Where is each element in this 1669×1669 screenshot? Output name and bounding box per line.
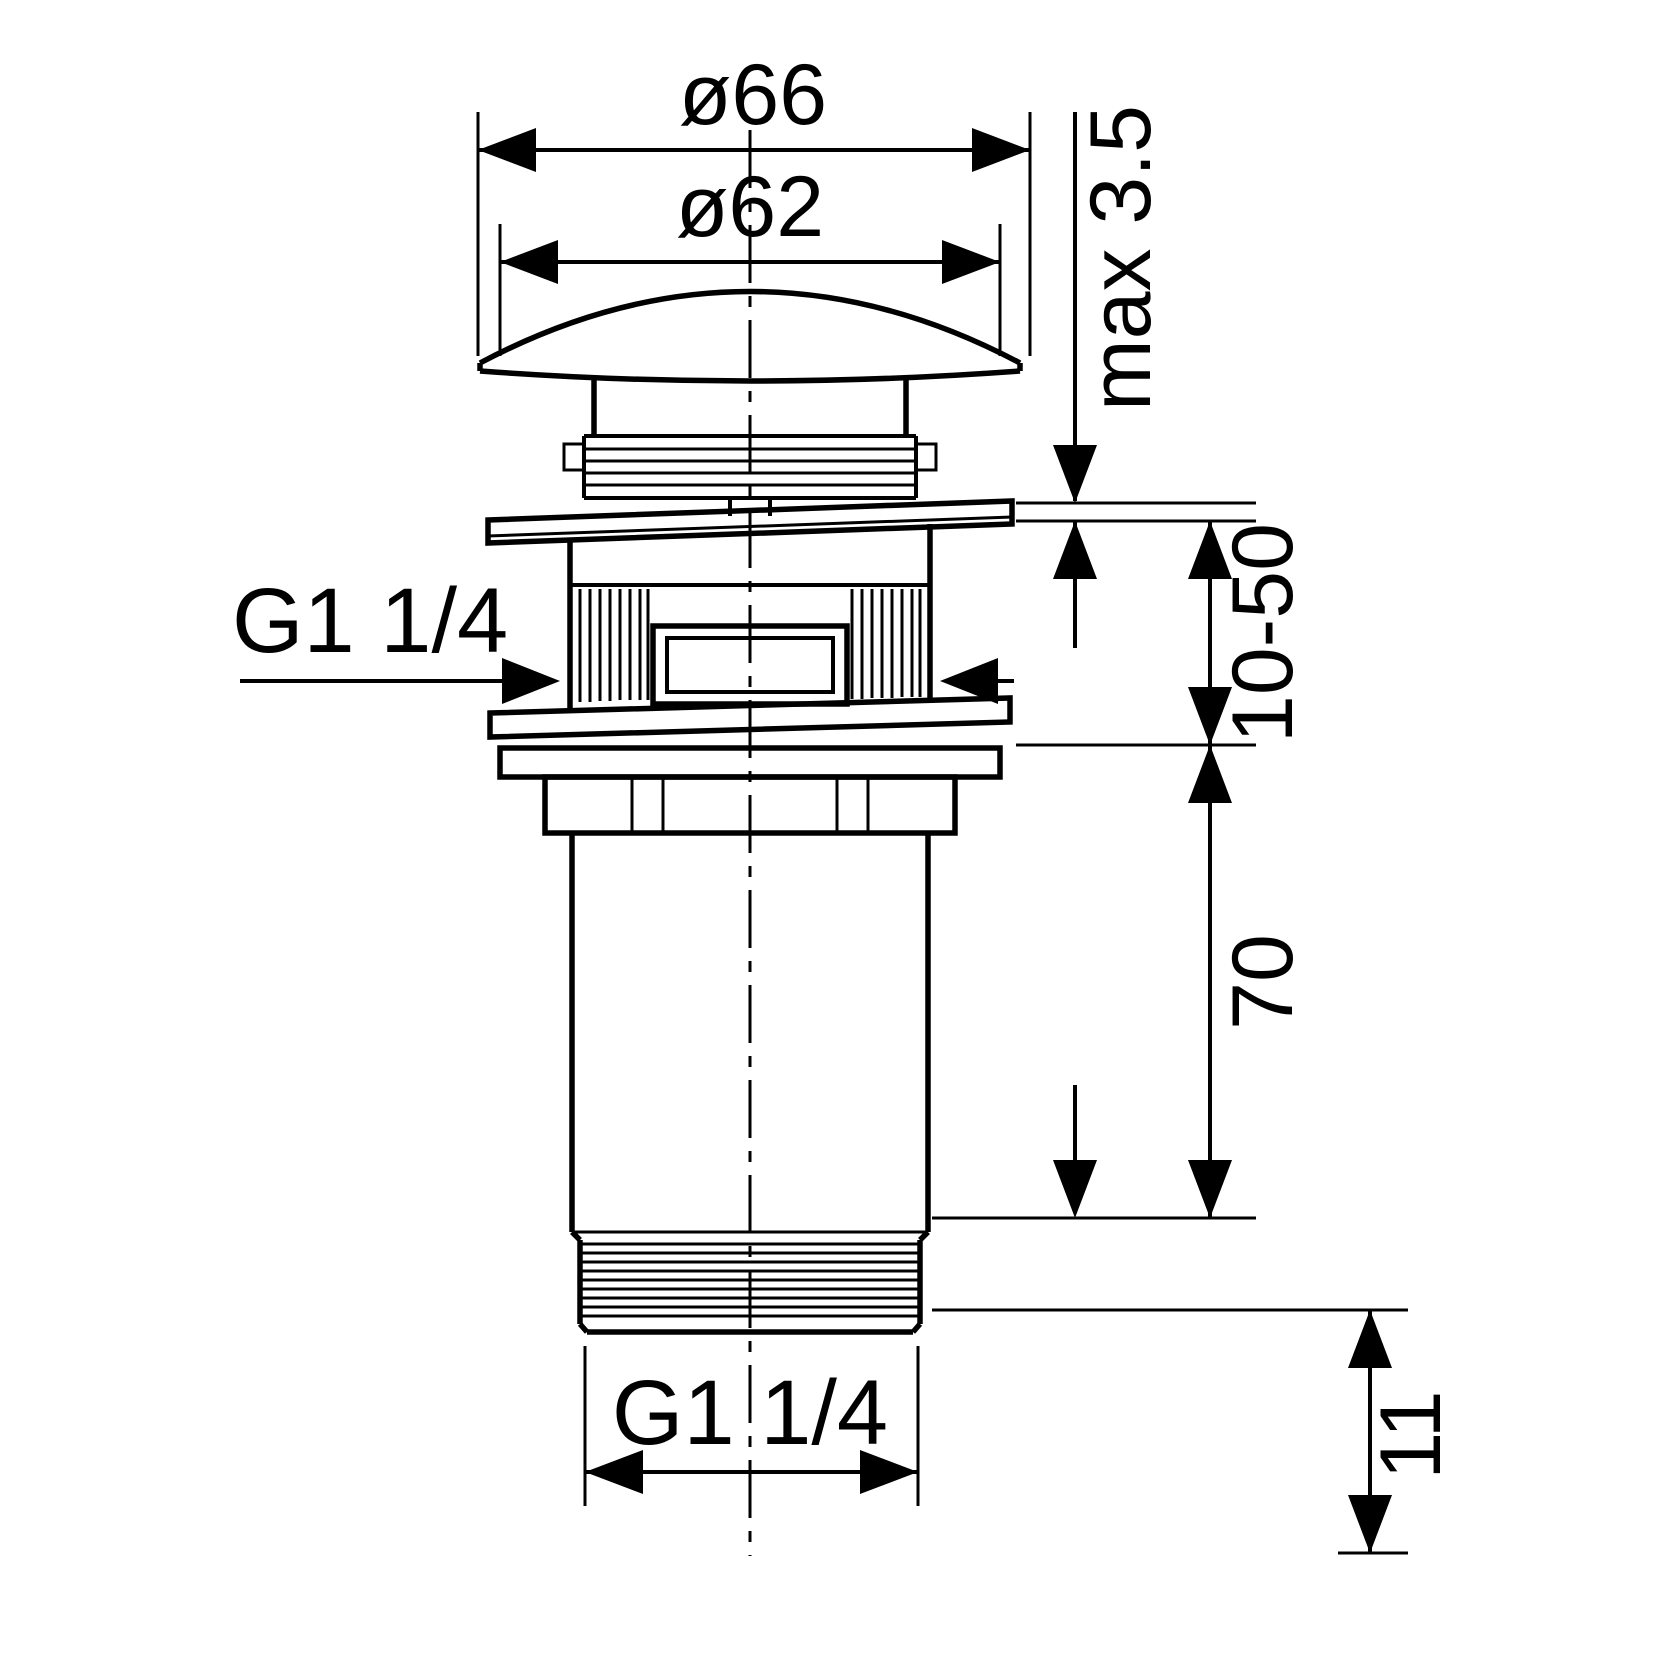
- stem-tab-left: [562, 442, 586, 472]
- dim-label-thread-length: 11: [1363, 1390, 1459, 1479]
- inlet-thread-label: G1 1/4: [232, 570, 508, 672]
- inlet-thread-callout: G1 1/4: [232, 570, 1014, 704]
- overflow-window-inner: [665, 636, 835, 694]
- top-flange: [485, 498, 1015, 546]
- dim-label-cap-inner-diameter: ø62: [676, 159, 824, 255]
- dim-body-length: 70: [932, 745, 1311, 1220]
- upper-body: [567, 524, 933, 713]
- dim-label-body-length: 70: [1215, 934, 1311, 1030]
- outlet-thread-label: G1 1/4: [612, 1362, 888, 1464]
- dim-cap-inner-diameter: ø62: [498, 159, 1002, 356]
- stem-tab-right: [914, 442, 938, 472]
- washer: [497, 745, 1003, 780]
- thread-start-marker: [1053, 1085, 1097, 1218]
- dim-outlet-thread: G1 1/4: [583, 1346, 920, 1506]
- dim-cap-travel: max 3.5: [1016, 105, 1256, 648]
- cap-stem: [562, 380, 938, 516]
- gasket: [487, 695, 1013, 740]
- tailpiece: [569, 833, 931, 1335]
- hex-nut: [542, 774, 958, 836]
- dim-label-cap-travel: max 3.5: [1073, 105, 1169, 411]
- dim-label-cap-outer-diameter: ø66: [679, 47, 827, 143]
- cap-outline: [477, 288, 1023, 384]
- dim-mounting-range: 10-50: [1016, 521, 1311, 747]
- dim-cap-outer-diameter: ø66: [476, 47, 1032, 356]
- dim-label-mounting-range: 10-50: [1215, 523, 1311, 743]
- dim-thread-length: 11: [932, 1308, 1459, 1555]
